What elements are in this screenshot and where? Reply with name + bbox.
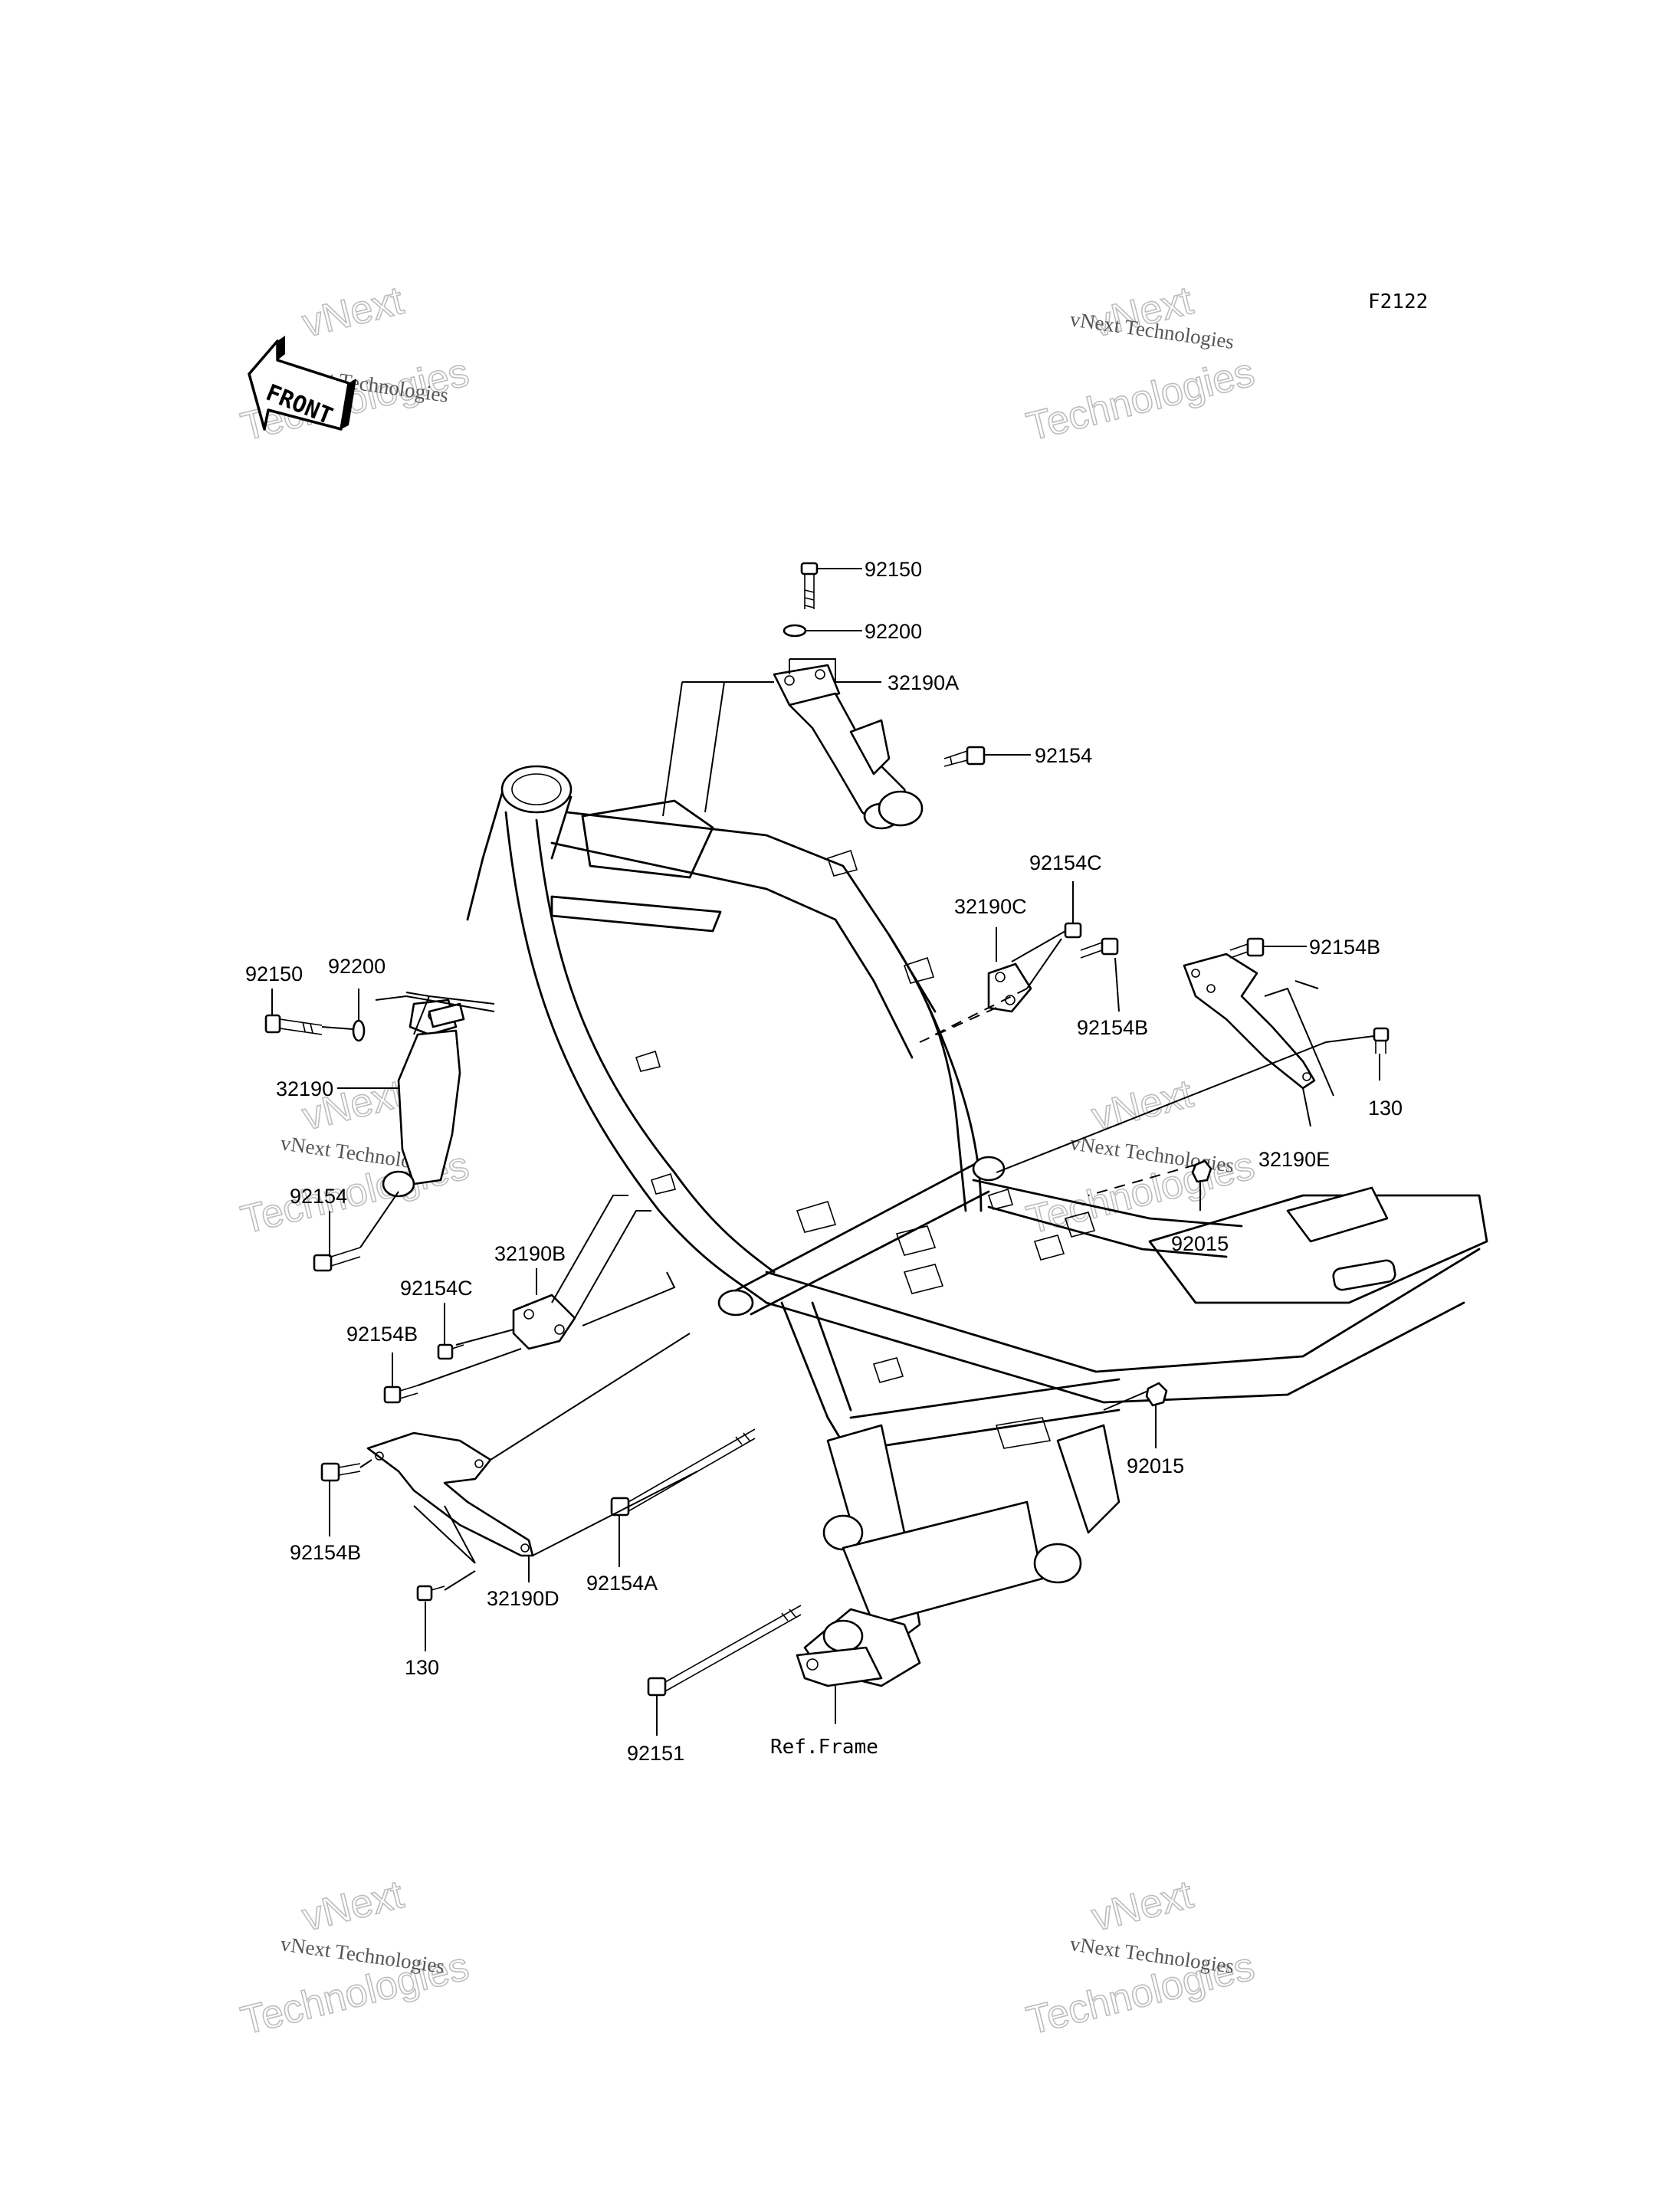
bolt-92150-top <box>800 562 819 609</box>
bolt-92154c-right <box>1064 922 1082 939</box>
label-92200-top: 92200 <box>865 620 922 643</box>
bolt-92150-left <box>264 1014 323 1035</box>
svg-text:vNext: vNext <box>298 278 409 346</box>
front-arrow-icon: FRONT <box>248 336 356 431</box>
label-130-left: 130 <box>405 1656 439 1679</box>
part-labels: 92150 92200 32190A 92154 92154C 32190C 9… <box>245 558 1403 1765</box>
svg-text:vNext: vNext <box>1088 1872 1198 1940</box>
nut-92015-upper <box>1191 1159 1212 1183</box>
label-92154a: 92154A <box>586 1572 658 1595</box>
label-32190b: 32190B <box>494 1242 566 1265</box>
bolt-92154c-left <box>437 1343 464 1360</box>
bolt-92154b-right <box>1080 937 1119 959</box>
bolt-92154a <box>610 1428 756 1517</box>
watermark-top-right: vNext Technologies vNext Technologies <box>1022 277 1259 450</box>
label-92151: 92151 <box>627 1742 684 1765</box>
label-92015-upper: 92015 <box>1171 1232 1229 1255</box>
label-92154b-far-right: 92154B <box>1309 936 1380 959</box>
label-ref-frame: Ref.Frame <box>770 1736 878 1759</box>
label-32190: 32190 <box>276 1077 333 1100</box>
leader-lines <box>271 568 1380 1736</box>
label-92154c-right: 92154C <box>1029 851 1102 874</box>
label-92150-left: 92150 <box>245 962 303 985</box>
svg-text:vNext: vNext <box>1088 1071 1198 1139</box>
engine-bracket-32190 <box>382 998 465 1198</box>
engine-plate-32190c <box>987 962 1032 1013</box>
engine-plate-32190b <box>512 1294 576 1350</box>
label-32190e: 32190E <box>1258 1148 1330 1171</box>
motorcycle-frame <box>466 765 1488 1687</box>
watermark-bottom-left: vNext Technologies vNext Technologies <box>236 1871 474 2044</box>
svg-text:vNext: vNext <box>298 1872 409 1940</box>
bolt-92154b-left <box>383 1385 418 1404</box>
label-92154-left: 92154 <box>290 1185 347 1208</box>
label-92154b-lower: 92154B <box>290 1541 361 1564</box>
engine-bracket-32190e <box>1183 953 1316 1090</box>
bolt-92154-top <box>943 746 986 767</box>
engine-bracket-32190d <box>366 1431 534 1557</box>
label-92200-left: 92200 <box>328 955 386 978</box>
watermark-bottom-right: vNext Technologies vNext Technologies <box>1022 1871 1259 2044</box>
label-92015-lower: 92015 <box>1127 1454 1184 1477</box>
label-92150-top: 92150 <box>865 558 922 581</box>
label-92154c-left: 92154C <box>400 1277 473 1300</box>
label-32190c: 32190C <box>954 895 1027 918</box>
bolt-130-left <box>416 1585 445 1602</box>
bolt-92154b-far-right <box>1229 937 1265 959</box>
label-92154b-right: 92154B <box>1077 1016 1148 1039</box>
label-32190d: 32190D <box>487 1587 559 1610</box>
label-130-right: 130 <box>1368 1097 1403 1120</box>
svg-text:Technologies: Technologies <box>1022 350 1259 450</box>
nut-92015-lower <box>1145 1382 1168 1407</box>
bolt-92154-left <box>313 1247 361 1272</box>
bolt-130-right <box>1373 1027 1390 1054</box>
figure-code: F2122 <box>1368 290 1428 313</box>
label-92154-top: 92154 <box>1035 744 1092 767</box>
bolt-92151 <box>647 1605 802 1697</box>
label-92154b-left: 92154B <box>346 1323 418 1346</box>
bolt-92154b-lower <box>320 1462 361 1482</box>
engine-bracket-32190a <box>773 664 924 830</box>
label-32190a: 32190A <box>888 671 959 694</box>
washer-92200-top <box>783 624 807 638</box>
washer-92200-left <box>352 1019 366 1042</box>
